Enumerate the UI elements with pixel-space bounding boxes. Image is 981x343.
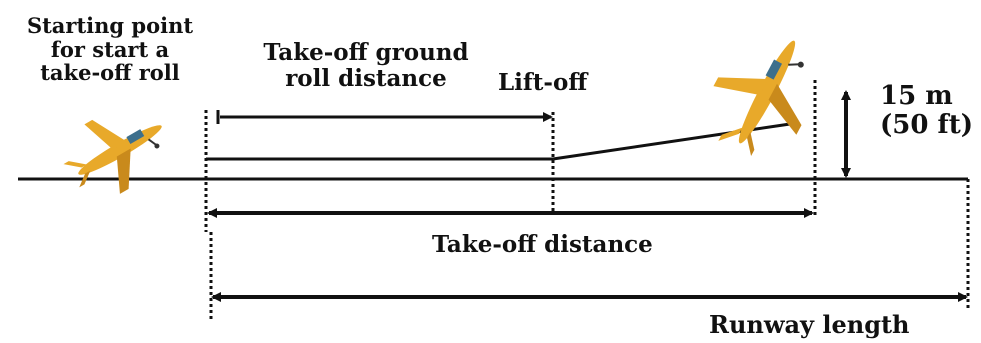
airplane-icon <box>63 119 162 194</box>
ground-roll-line-2: roll distance <box>285 64 447 92</box>
obstacle-height-label: 15 m (50 ft) <box>880 81 974 141</box>
climb-path <box>552 122 791 161</box>
starting-point-line-3: take-off roll <box>40 60 180 86</box>
runway-length-label: Runway length <box>709 310 910 339</box>
obstacle-height-imperial: (50 ft) <box>880 110 974 141</box>
ground-roll-label: Take-off ground roll distance <box>246 40 486 92</box>
takeoff-distance-label: Take-off distance <box>432 231 653 258</box>
starting-point-line-1: Starting point <box>26 13 194 38</box>
starting-point-label: Starting point for start a take-off roll <box>6 14 214 85</box>
starting-point-line-2: for start a <box>50 36 170 62</box>
obstacle-height-metric: 15 m <box>880 81 953 111</box>
ground-roll-line-1: Take-off ground <box>263 39 469 66</box>
lift-off-label: Lift-off <box>498 69 588 96</box>
airplane-icon <box>713 40 804 157</box>
